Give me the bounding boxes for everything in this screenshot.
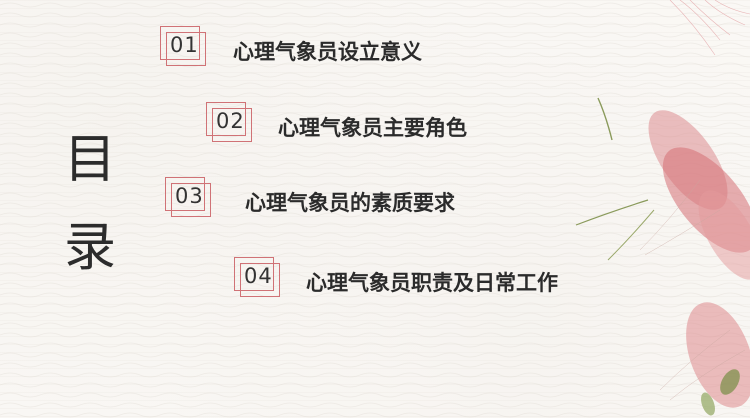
item-label: 心理气象员设立意义: [233, 40, 422, 64]
number-badge: 02: [206, 102, 252, 142]
item-label: 心理气象员职责及日常工作: [306, 271, 558, 295]
number-badge: 01: [160, 26, 206, 66]
item-label: 心理气象员主要角色: [278, 116, 467, 140]
number-badge: 04: [234, 257, 280, 297]
title-char-mu: 目: [64, 130, 117, 190]
title-char-lu: 录: [64, 218, 117, 278]
number-badge: 03: [165, 177, 211, 217]
item-label: 心理气象员的素质要求: [245, 191, 455, 215]
item-number: 01: [170, 33, 199, 57]
item-number: 04: [244, 264, 273, 288]
item-number: 02: [216, 109, 245, 133]
item-number: 03: [175, 184, 204, 208]
